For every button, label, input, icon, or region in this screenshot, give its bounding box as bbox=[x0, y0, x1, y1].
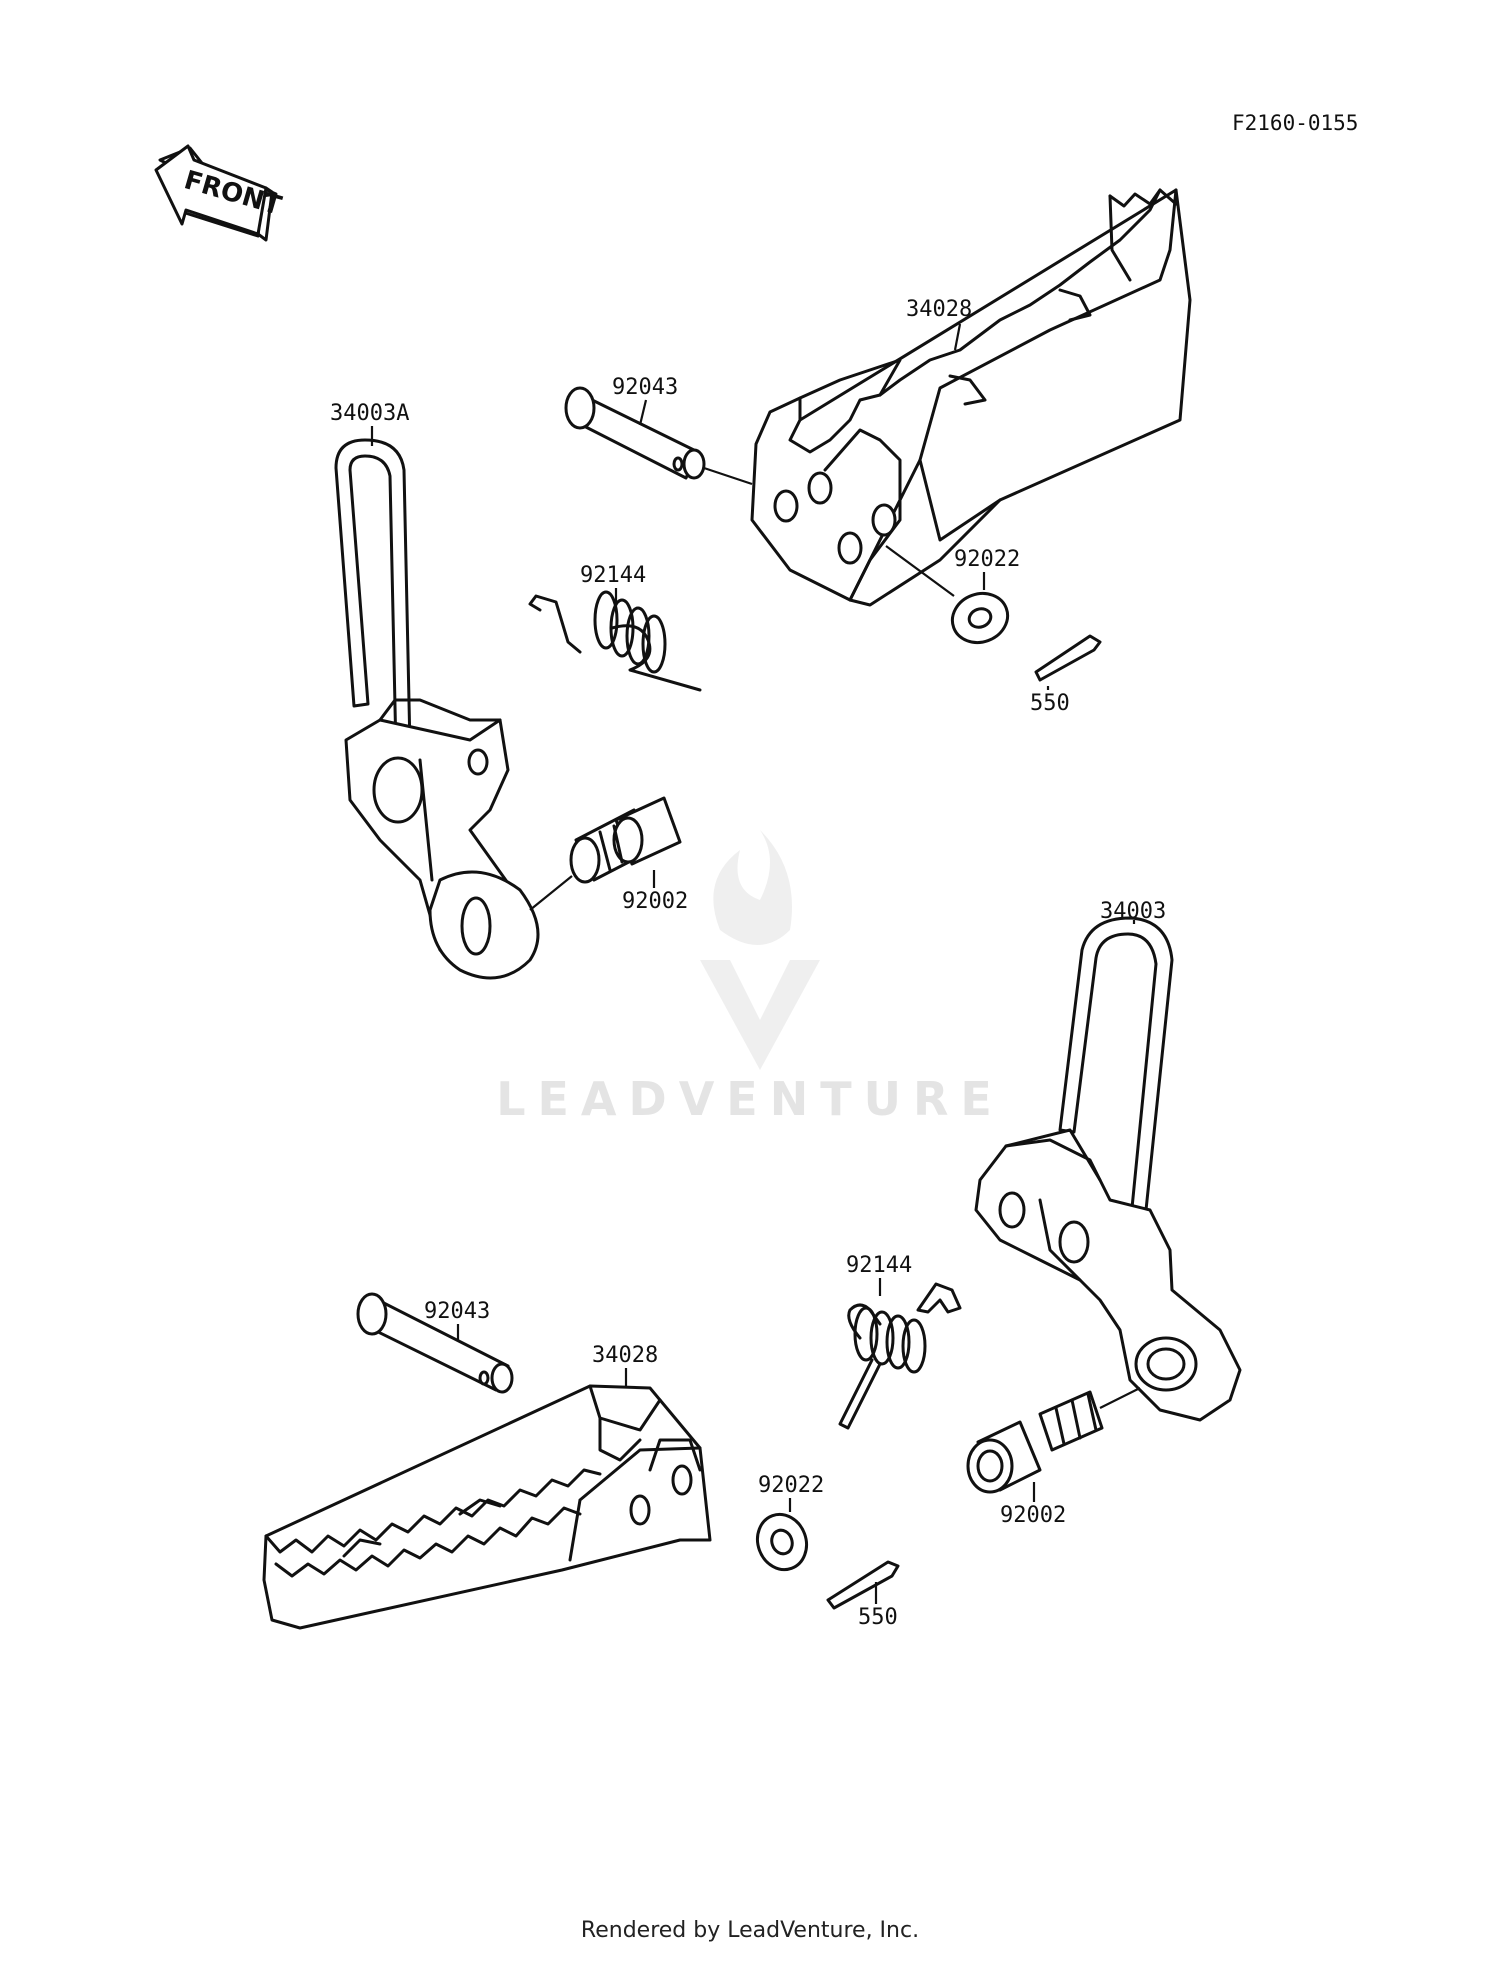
pin-92043-bot bbox=[356, 1292, 514, 1394]
label-34003A: 34003A bbox=[330, 401, 409, 426]
label-92144-top: 92144 bbox=[580, 563, 646, 588]
washer-92022-top bbox=[950, 591, 1010, 645]
label-34028-bot: 34028 bbox=[592, 1343, 658, 1368]
label-92022-bot: 92022 bbox=[758, 1473, 824, 1498]
bolt-92002-bot bbox=[966, 1390, 1104, 1494]
label-550-bot: 550 bbox=[858, 1605, 898, 1630]
front-arrow-icon: FRONT bbox=[154, 144, 285, 242]
label-92043-top: 92043 bbox=[612, 375, 678, 400]
label-92002-top: 92002 bbox=[622, 889, 688, 914]
spring-92144-top bbox=[528, 590, 702, 692]
label-92043-bot: 92043 bbox=[424, 1299, 490, 1324]
diagram-code: F2160-0155 bbox=[1232, 111, 1358, 135]
spring-92144-bot bbox=[838, 1282, 962, 1430]
cotter-pin-550-bot bbox=[826, 1560, 900, 1610]
arm-34003A bbox=[334, 438, 540, 980]
label-550-top: 550 bbox=[1030, 691, 1070, 716]
footpeg-bot bbox=[262, 1384, 712, 1630]
watermark-logo-icon bbox=[700, 830, 820, 1070]
cotter-pin-550-top bbox=[1034, 634, 1102, 682]
arm-34003 bbox=[974, 916, 1242, 1422]
footpeg-top bbox=[750, 188, 1192, 607]
label-92002-bot: 92002 bbox=[1000, 1503, 1066, 1528]
footer-credit: Rendered by LeadVenture, Inc. bbox=[580, 1918, 920, 1943]
label-34003: 34003 bbox=[1100, 899, 1166, 924]
label-34028-top: 34028 bbox=[906, 297, 972, 322]
label-92144-bot: 92144 bbox=[846, 1253, 912, 1278]
bolt-92002-top bbox=[569, 796, 682, 884]
pin-92043-top bbox=[564, 386, 706, 480]
label-92022-top: 92022 bbox=[954, 547, 1020, 572]
washer-92022-bot bbox=[755, 1512, 809, 1572]
watermark-text: LEADVENTURE bbox=[496, 1072, 1004, 1126]
